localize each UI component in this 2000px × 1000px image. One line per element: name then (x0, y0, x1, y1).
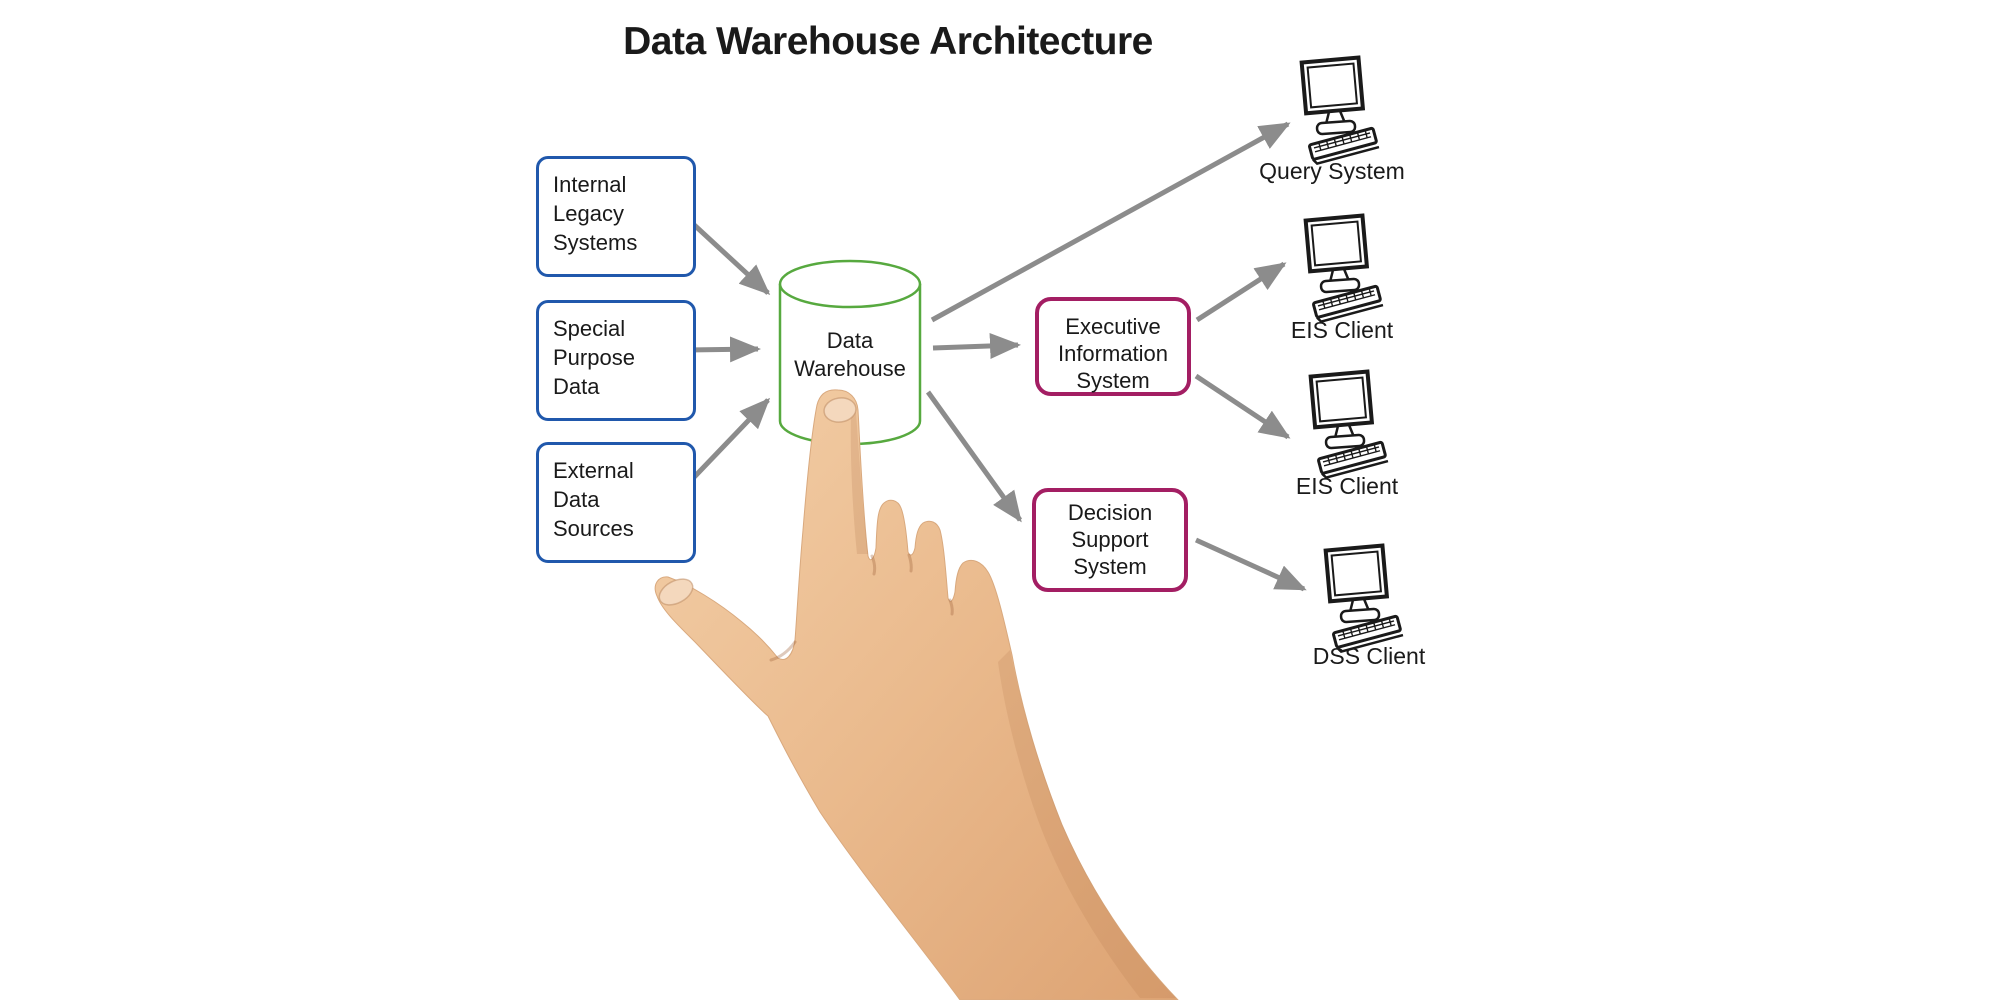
source-box-special-purpose-data: Special Purpose Data (536, 300, 696, 421)
eis-client-2-label: EIS Client (1295, 473, 1399, 499)
arrow-warehouse-to-eis (932, 332, 1021, 359)
arrow-warehouse-to-dss (925, 390, 1023, 523)
arrow-eis-to-client-1 (1195, 261, 1287, 323)
executive-information-system-box: Executive Information System (1035, 297, 1191, 396)
system-box-line: System (1076, 368, 1150, 393)
source-box-line: Data (553, 487, 600, 512)
decision-support-system-box: Decision Support System (1032, 488, 1188, 592)
dss-client-label: DSS Client (1312, 643, 1426, 669)
source-box-line: Systems (553, 230, 638, 255)
arrow-warehouse-to-query-system (930, 121, 1291, 323)
system-box-line: Decision (1067, 500, 1153, 525)
source-box-line: Sources (553, 516, 634, 541)
source-box-line: Internal (553, 172, 627, 197)
system-box-line: Executive (1065, 314, 1161, 339)
data-warehouse-label-line: Data (826, 328, 874, 353)
source-box-line: Legacy (553, 201, 624, 226)
thumb-fingernail (658, 578, 694, 606)
index-fingernail (823, 397, 857, 423)
hand-shape (654, 389, 1179, 1000)
arrow-dss-to-client (1194, 537, 1307, 592)
system-box-line: Information (1057, 341, 1169, 366)
data-warehouse-label: Data Warehouse (780, 327, 920, 383)
source-box-line: Purpose (553, 345, 635, 370)
system-box-line: System (1073, 554, 1147, 579)
data-warehouse-label-line: Warehouse (794, 356, 906, 381)
diagram-title: Data Warehouse Architecture (623, 20, 1153, 63)
source-box-line: External (553, 458, 634, 483)
arrow-special-purpose-to-warehouse (686, 336, 761, 363)
system-box-line: Support (1071, 527, 1149, 552)
hand-creases (769, 553, 954, 662)
source-box-line: Data (553, 374, 600, 399)
source-box-external-data-sources: External Data Sources (536, 442, 696, 563)
hand-shading (998, 650, 1176, 998)
eis-client-1-label: EIS Client (1290, 317, 1394, 343)
arrow-eis-to-client-2 (1194, 373, 1291, 440)
source-box-line: Special (553, 316, 626, 341)
query-system-label: Query System (1259, 158, 1405, 184)
source-box-internal-legacy-systems: Internal Legacy Systems (536, 156, 696, 277)
hand-shading (850, 412, 868, 554)
